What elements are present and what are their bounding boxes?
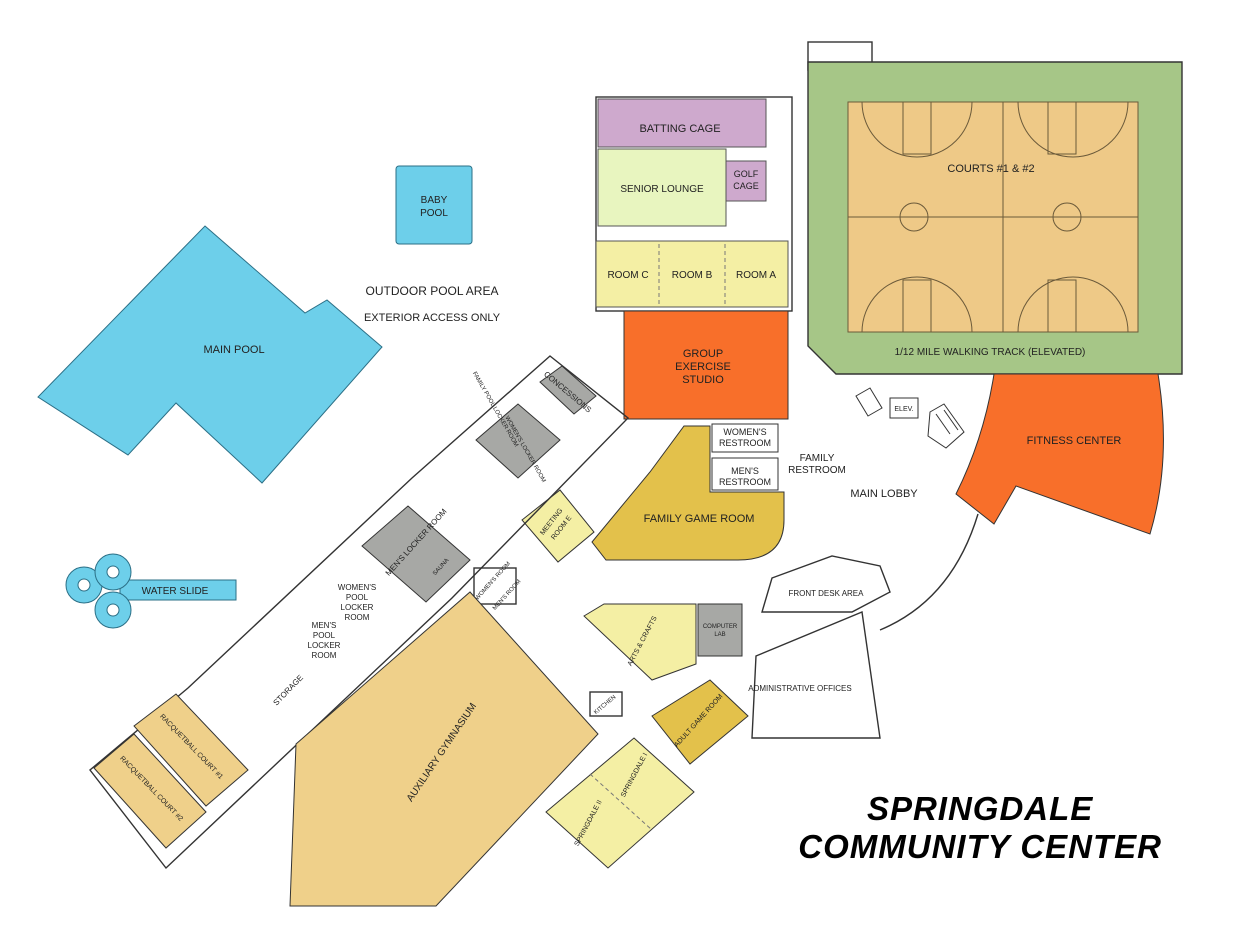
mens-restroom-label-2: RESTROOM xyxy=(719,477,771,487)
title-line-2: COMMUNITY CENTER xyxy=(798,828,1162,865)
mens-restroom xyxy=(711,457,779,491)
group-label-1: GROUP xyxy=(683,348,723,360)
main-lobby-label: MAIN LOBBY xyxy=(850,488,918,500)
arts-and-crafts xyxy=(583,603,697,681)
springdale-rooms xyxy=(545,737,695,869)
racquetball-court-2 xyxy=(93,733,207,849)
senior-lounge xyxy=(597,148,727,227)
main-pool xyxy=(37,225,383,484)
family-restroom-label-1: FAMILY xyxy=(800,453,835,464)
golf-cage xyxy=(725,160,767,202)
rooms-abc xyxy=(595,240,789,308)
family-restroom-label-2: RESTROOM xyxy=(788,465,846,476)
outdoor-pool-label: OUTDOOR POOL AREA xyxy=(366,284,499,298)
concessions xyxy=(539,365,597,415)
senior-lounge-label: SENIOR LOUNGE xyxy=(620,184,704,195)
mens-pool-label-4: ROOM xyxy=(312,651,337,660)
title-line-1: SPRINGDALE xyxy=(866,790,1094,827)
mens-restroom-label-1: MEN'S xyxy=(731,466,759,476)
water-slide-label: WATER SLIDE xyxy=(142,586,209,597)
golf-cage-label-1: GOLF xyxy=(734,169,759,179)
mens-pool-label-2: POOL xyxy=(313,631,336,640)
family-game-room-label: FAMILY GAME ROOM xyxy=(644,513,755,525)
computer-lab xyxy=(697,603,743,657)
water-slide xyxy=(65,553,237,629)
mens-pool-label-3: LOCKER xyxy=(308,641,341,650)
mens-locker-room xyxy=(361,505,471,603)
kitchen-label: KITCHEN xyxy=(593,694,617,716)
main-pool-label: MAIN POOL xyxy=(203,344,264,356)
elevator-stairs xyxy=(855,387,965,449)
family-game-room xyxy=(591,425,785,561)
admin-offices-label: ADMINISTRATIVE OFFICES xyxy=(748,684,851,693)
womens-pool-label-3: LOCKER xyxy=(341,603,374,612)
auxiliary-gymnasium xyxy=(289,591,599,907)
admin-offices xyxy=(751,611,881,739)
batting-cage xyxy=(597,98,767,148)
racquetball-court-1 xyxy=(133,693,249,807)
computer-lab-label-2: LAB xyxy=(714,632,725,638)
exterior-access-label: EXTERIOR ACCESS ONLY xyxy=(364,312,501,324)
womens-mens-room-block xyxy=(473,567,517,605)
fitness-center-label: FITNESS CENTER xyxy=(1027,435,1122,447)
group-label-2: EXERCISE xyxy=(675,361,731,373)
group-label-3: STUDIO xyxy=(682,374,724,386)
womens-pool-label-2: POOL xyxy=(346,593,369,602)
adult-game-room xyxy=(651,679,749,765)
womens-restroom-label-1: WOMEN'S xyxy=(723,427,766,437)
womens-restroom-label-2: RESTROOM xyxy=(719,438,771,448)
kitchen xyxy=(589,691,623,717)
womens-restroom xyxy=(711,423,779,453)
room-c-label: ROOM C xyxy=(607,270,648,281)
batting-cage-label: BATTING CAGE xyxy=(639,123,720,135)
room-b-label: ROOM B xyxy=(672,270,713,281)
fitness-center xyxy=(955,373,1164,535)
computer-lab-label-1: COMPUTER xyxy=(703,624,738,630)
golf-cage-label-2: CAGE xyxy=(733,181,759,191)
lobby-outer-wall xyxy=(879,513,979,631)
storage-label: STORAGE xyxy=(271,673,305,707)
elevator-label: ELEV. xyxy=(894,406,913,413)
womens-pool-label-4: ROOM xyxy=(345,613,370,622)
front-desk-area xyxy=(761,555,891,613)
mens-room-label: MEN'S ROOM xyxy=(492,579,522,612)
womens-pool-label-1: WOMEN'S xyxy=(338,583,376,592)
track-label: 1/12 MILE WALKING TRACK (ELEVATED) xyxy=(895,347,1086,358)
diagonal-wing-outline xyxy=(89,355,630,870)
baby-pool xyxy=(395,165,473,245)
baby-pool-label-1: BABY xyxy=(421,195,448,206)
room-a-label: ROOM A xyxy=(736,270,776,281)
page-title: SPRINGDALE COMMUNITY CENTER xyxy=(798,790,1162,866)
front-desk-label: FRONT DESK AREA xyxy=(789,589,865,598)
family-pool-locker xyxy=(475,403,561,479)
courts-label: COURTS #1 & #2 xyxy=(947,163,1034,175)
mens-pool-label-1: MEN'S xyxy=(312,621,337,630)
baby-pool-label-2: POOL xyxy=(420,208,448,219)
group-exercise-studio xyxy=(623,310,789,420)
